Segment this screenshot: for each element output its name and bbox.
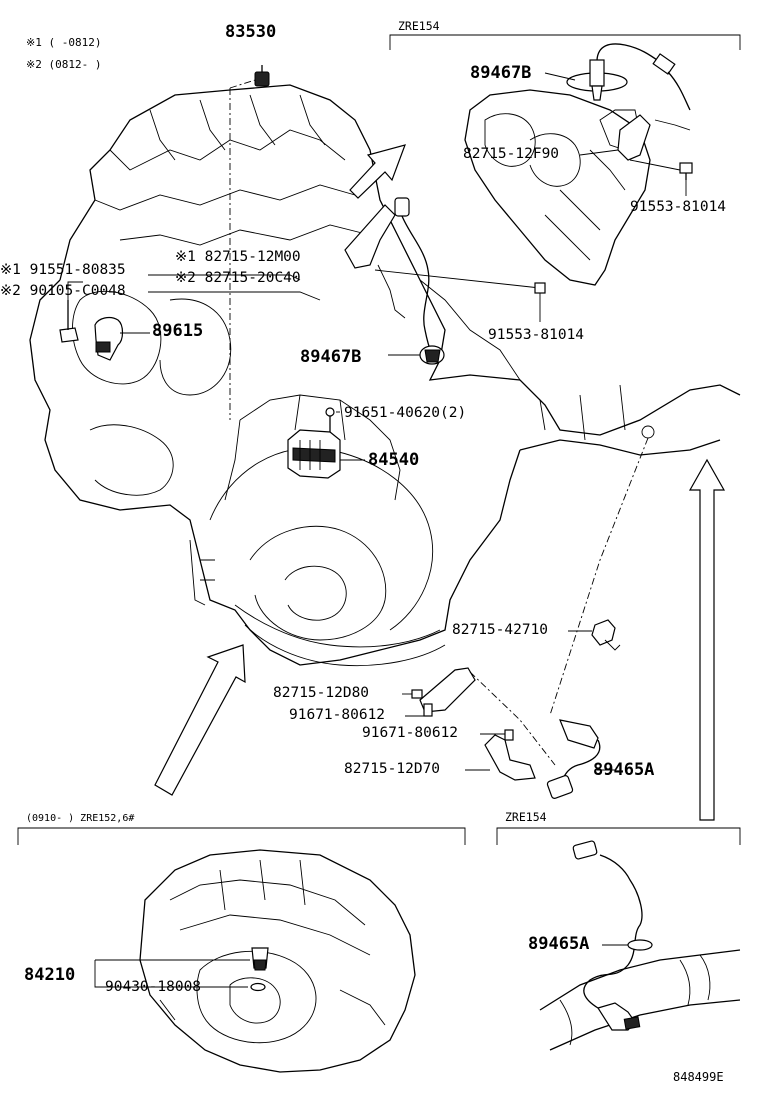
bolt-91553-81014 [534, 282, 546, 322]
exhaust-pipe-zre154 [539, 840, 741, 1051]
oxygen-sensor-89467b-mid [344, 197, 541, 365]
part-89467b-mid[interactable]: 89467B [300, 347, 362, 367]
oxygen-sensor-89465a-mid [469, 437, 649, 799]
part-82715-42710[interactable]: 82715-42710 [452, 622, 549, 638]
section-label-top-right: ZRE154 [398, 19, 440, 33]
bracket-82715-12d80 [402, 667, 476, 713]
part-84540[interactable]: 84540 [368, 450, 420, 470]
oxygen-sensor-89467b-top [544, 43, 691, 131]
engine-assembly [29, 84, 741, 667]
diagram-code: 848499E [673, 1070, 724, 1084]
part-89465a-mid[interactable]: 89465A [593, 760, 655, 780]
arrow-bottom-left [154, 644, 246, 796]
part-91553-81014-top[interactable]: 91553-81014 [630, 199, 727, 215]
part-84210[interactable]: 84210 [24, 965, 76, 985]
leader-lines [67, 274, 321, 301]
shift-solenoid-84540 [287, 407, 365, 479]
part-90105-c0048[interactable]: ※2 90105-C0048 [0, 283, 126, 299]
part-91551-80835[interactable]: ※1 91551-80835 [0, 262, 126, 278]
part-91671-80612-a[interactable]: 91671-80612 [289, 707, 386, 723]
part-82715-20c40[interactable]: ※2 82715-20C40 [175, 270, 301, 286]
note-1: ※1 ( -0812) [26, 36, 102, 49]
note-2: ※2 (0812- ) [26, 58, 102, 71]
bracket-82715-12f90 [579, 114, 693, 196]
part-82715-12m00[interactable]: ※1 82715-12M00 [175, 249, 301, 265]
bolt-91671-80612-a [405, 703, 433, 717]
flow-arrows [154, 144, 726, 821]
arrow-top [349, 144, 406, 199]
bolt-91671-80612-b [480, 729, 514, 741]
part-82715-12d70[interactable]: 82715-12D70 [344, 761, 441, 777]
section-label-bottom-left: (0910- ) ZRE152,6# [26, 813, 135, 824]
section-label-bottom-right: ZRE154 [505, 810, 547, 824]
part-89615[interactable]: 89615 [152, 321, 204, 341]
part-83530[interactable]: 83530 [225, 22, 277, 42]
bracket-82715-42710 [568, 619, 621, 651]
part-82715-12d80[interactable]: 82715-12D80 [273, 685, 370, 701]
knock-sensor-89615 [59, 300, 150, 361]
arrow-right [688, 458, 726, 821]
section-frames [17, 34, 741, 845]
part-91671-80612-b[interactable]: 91671-80612 [362, 725, 459, 741]
part-89467b-top[interactable]: 89467B [470, 63, 532, 83]
oil-pressure-switch-83530 [229, 65, 270, 420]
part-82715-12f90[interactable]: 82715-12F90 [463, 146, 560, 162]
bracket-82715-12d70 [465, 734, 536, 781]
exhaust-manifold-zre154 [464, 89, 651, 286]
part-89465a-bottom[interactable]: 89465A [528, 934, 590, 954]
part-91553-81014-mid[interactable]: 91553-81014 [488, 327, 585, 343]
part-90430-18008[interactable]: 90430-18008 [105, 979, 202, 995]
part-91651-40620[interactable]: 91651-40620(2) [344, 405, 467, 421]
transmission-assembly [94, 849, 416, 1073]
